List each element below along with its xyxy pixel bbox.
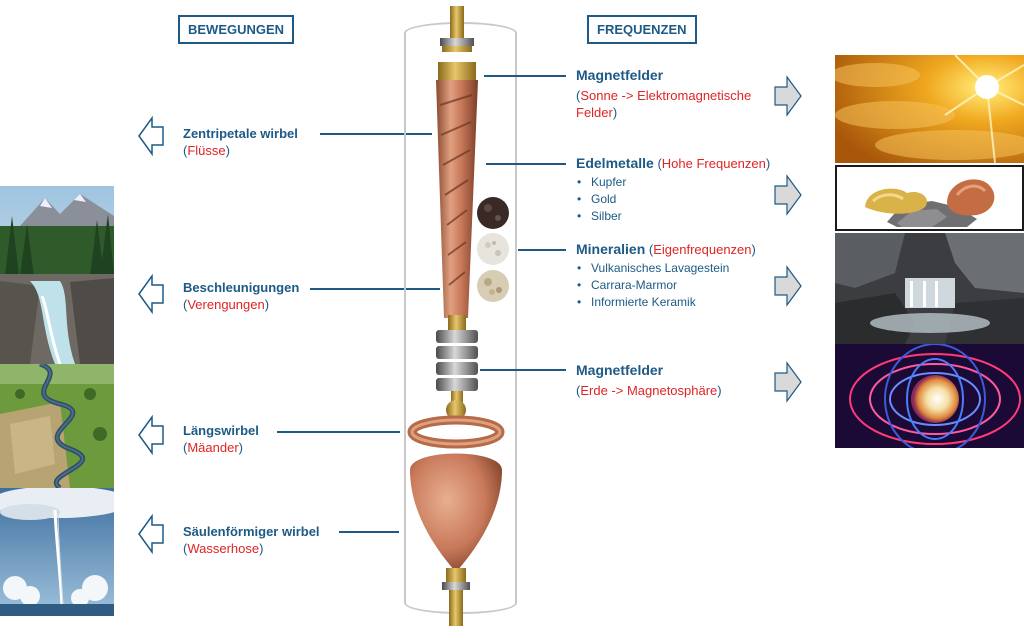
label-zentripetale-wirbel: Zentripetale wirbel (Flüsse) [183, 125, 298, 159]
earth-magnetosphere-photo [835, 344, 1024, 448]
label-laengswirbel: Längswirbel (Mäander) [183, 422, 259, 456]
connector-line [310, 288, 440, 290]
label-title: Säulenförmiger wirbel [183, 524, 320, 539]
arrow-left-icon [138, 116, 164, 156]
label-title: Magnetfelder [576, 67, 664, 83]
label-magnetfelder-erde: Magnetfelder (Erde -> Magnetosphäre) [576, 362, 776, 399]
precious-metals-photo [835, 165, 1024, 231]
arrow-right-icon [774, 361, 802, 403]
list-item: Gold [576, 191, 786, 208]
label-beschleunigungen: Beschleunigungen (Verengungen) [183, 279, 299, 313]
list-item: Vulkanisches Lavagestein [576, 260, 786, 277]
list-item: Silber [576, 208, 786, 225]
arrow-right-icon [774, 174, 802, 216]
waterspout-photo [0, 488, 114, 616]
arrow-left-icon [138, 415, 164, 455]
header-bewegungen: BEWEGUNGEN [178, 15, 295, 44]
label-sub: (Wasserhose) [183, 541, 264, 556]
label-title-row: Mineralien (Eigenfrequenzen) [576, 241, 756, 257]
list-item: Carrara-Marmor [576, 277, 786, 294]
river-canyon-photo [0, 186, 114, 364]
connector-line [480, 369, 566, 371]
connector-line [486, 163, 566, 165]
connector-line [484, 75, 566, 77]
arrow-left-icon [138, 274, 164, 314]
meander-river-photo [0, 364, 114, 488]
list-item: Informierte Keramik [576, 294, 786, 311]
label-title: Längswirbel [183, 423, 259, 438]
list-item: Kupfer [576, 174, 786, 191]
label-title-row: Edelmetalle (Hohe Frequenzen) [576, 155, 771, 171]
label-sub: (Flüsse) [183, 143, 230, 158]
arrow-right-icon [774, 75, 802, 117]
label-saeulenfoermiger-wirbel: Säulenförmiger wirbel (Wasserhose) [183, 523, 320, 557]
connector-line [339, 531, 399, 533]
label-mineralien: Mineralien (Eigenfrequenzen) Vulkanische… [576, 241, 786, 311]
sun-sky-photo [835, 55, 1024, 163]
connector-line [320, 133, 432, 135]
label-edelmetalle: Edelmetalle (Hohe Frequenzen) Kupfer Gol… [576, 155, 786, 225]
rock-waterfall-photo [835, 233, 1024, 344]
label-magnetfelder-sonne: Magnetfelder (Sonne -> Elektromagnetisch… [576, 67, 776, 121]
header-frequenzen: FREQUENZEN [587, 15, 697, 44]
arrow-left-icon [138, 514, 164, 554]
arrow-right-icon [774, 265, 802, 307]
label-title: Beschleunigungen [183, 280, 300, 295]
label-sub: (Mäander) [183, 440, 243, 455]
label-sub: (Sonne -> Elektromagnetische Felder) [576, 88, 752, 120]
water-vitalizer-device [407, 6, 509, 626]
connector-line [277, 431, 400, 433]
label-sub: (Verengungen) [183, 297, 270, 312]
label-title: Zentripetale wirbel [183, 126, 298, 141]
connector-line [518, 249, 566, 251]
label-title: Magnetfelder [576, 362, 664, 378]
label-sub: (Erde -> Magnetosphäre) [576, 383, 722, 398]
